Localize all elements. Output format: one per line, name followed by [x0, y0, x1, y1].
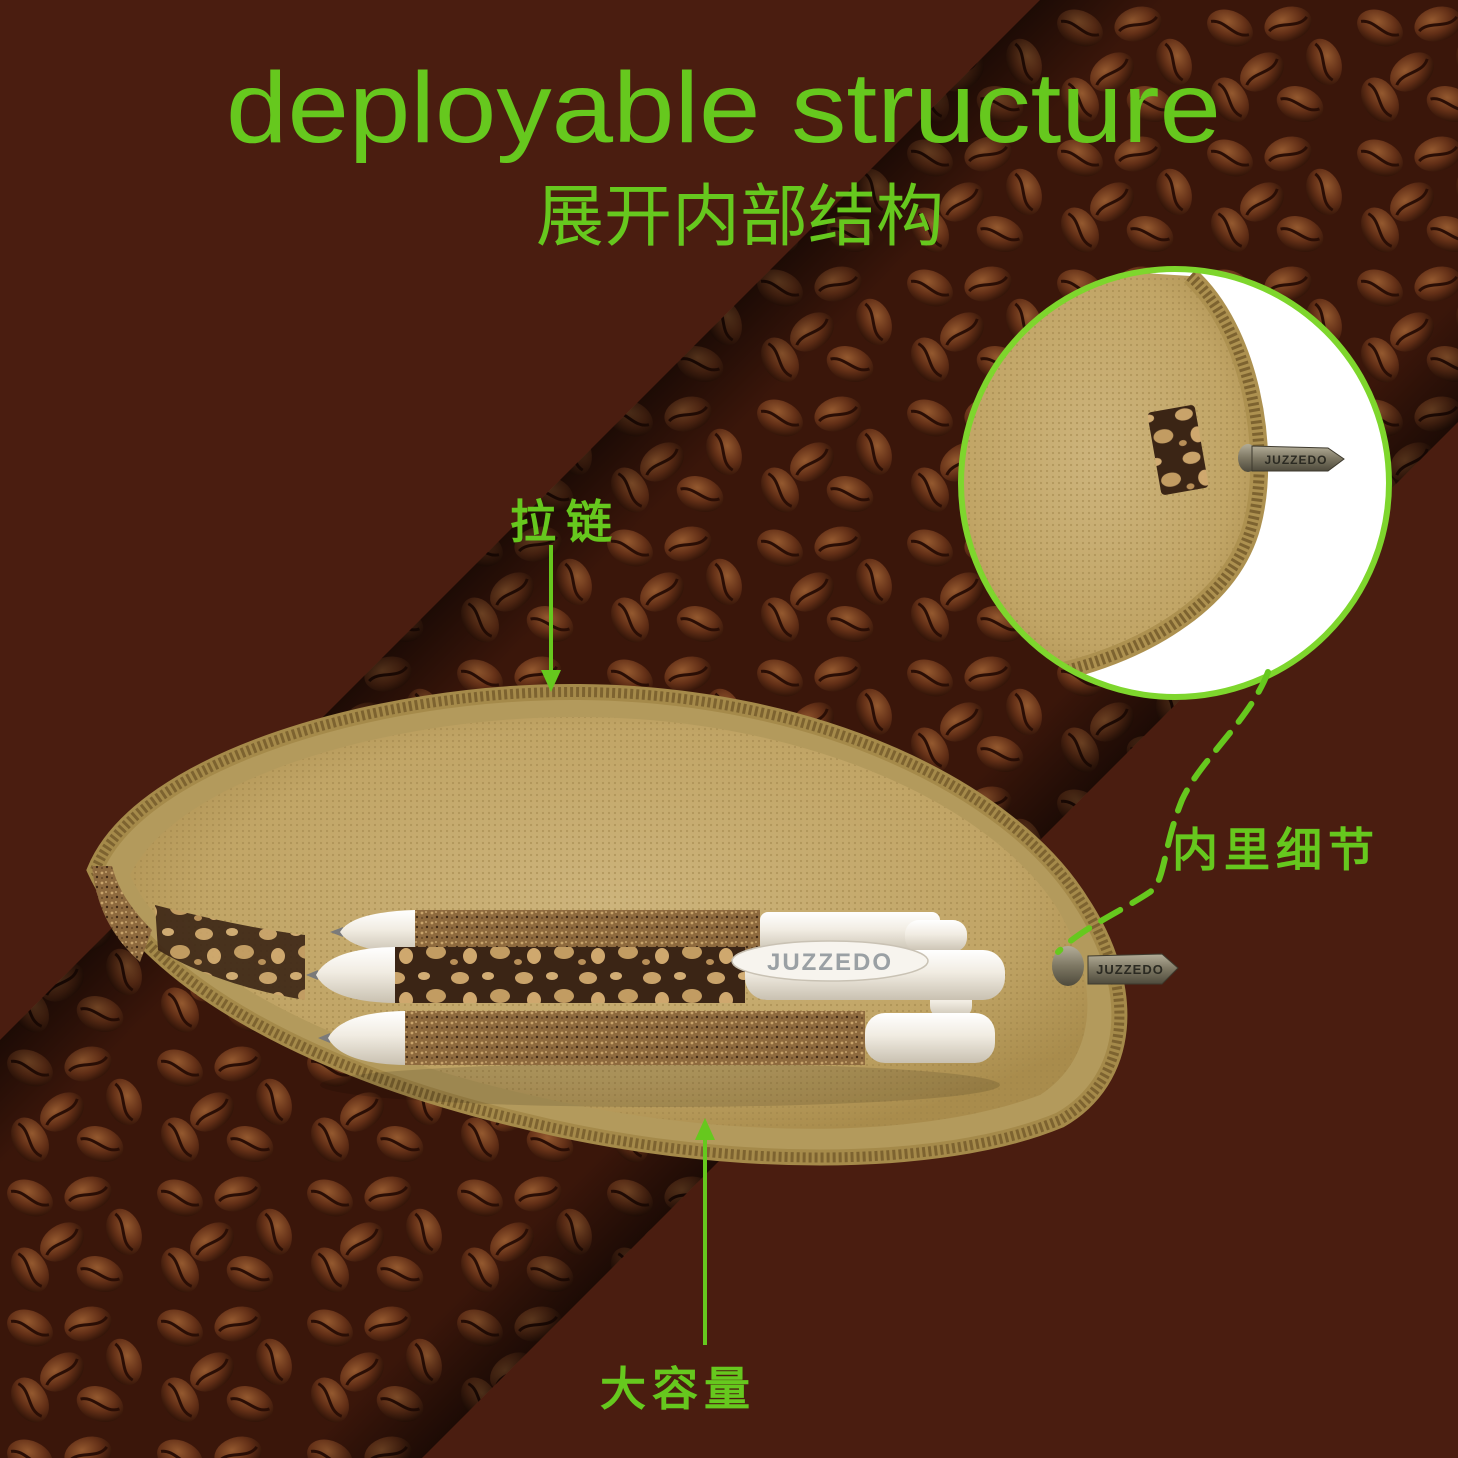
inset-pull-brand: JUZZEDO	[1264, 453, 1327, 467]
callout-capacity: 大容量	[600, 1362, 756, 1416]
detail-inset: JUZZEDO	[958, 266, 1392, 700]
zipper-arrow	[541, 545, 561, 692]
detail-connector-line	[1055, 669, 1271, 955]
pen-front: JUZZEDO	[306, 940, 1005, 1003]
pen-bottom	[318, 1011, 995, 1065]
inset-border	[958, 266, 1392, 700]
callout-zipper: 拉链	[510, 495, 622, 549]
cork-exterior	[92, 866, 152, 962]
callout-inner-detail: 内里细节	[1172, 823, 1380, 877]
inset-zipper-pull	[1251, 445, 1345, 472]
capacity-arrow	[695, 1118, 715, 1345]
pens: JUZZEDO	[306, 910, 1005, 1065]
inner-cork-wall	[155, 905, 305, 1000]
zipper-pull: JUZZEDO	[1052, 946, 1179, 986]
pen-brand-label: JUZZEDO	[767, 949, 893, 976]
zipper-pull-brand: JUZZEDO	[1096, 962, 1164, 977]
inset-cork-tab	[1147, 405, 1209, 495]
pen-end-extra	[905, 920, 967, 952]
zipper-teeth	[89, 686, 1125, 1163]
page-subtitle: 展开内部结构	[536, 178, 944, 257]
pen-clip	[731, 940, 929, 982]
page-title: deployable structure	[226, 52, 1221, 164]
zipper-slider	[1052, 946, 1084, 986]
